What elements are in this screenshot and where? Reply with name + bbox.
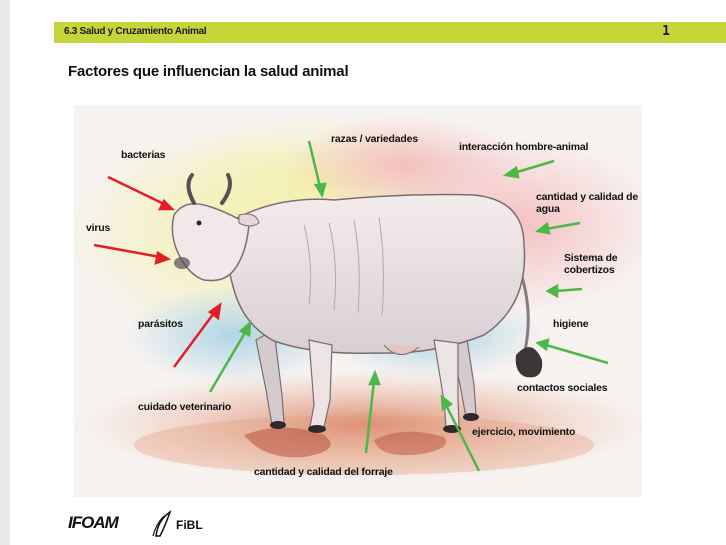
ifoam-logo: IFOAM bbox=[68, 513, 118, 533]
document-page: 6.3 Salud y Cruzamiento Animal 1 Factore… bbox=[10, 0, 726, 545]
cow-illustration: bacterias virus parásitos cuidado veteri… bbox=[74, 105, 642, 497]
fibl-logo-text: FiBL bbox=[176, 518, 203, 532]
label-bacterias: bacterias bbox=[121, 149, 165, 161]
watercolor-drawing bbox=[74, 105, 642, 497]
label-cobertizos: Sistema de cobertizos bbox=[564, 252, 626, 276]
label-higiene: higiene bbox=[553, 318, 588, 330]
label-virus: virus bbox=[86, 222, 110, 234]
page-title: Factores que influencian la salud animal bbox=[68, 63, 348, 80]
label-cuidado-veterinario: cuidado veterinario bbox=[138, 401, 231, 413]
label-contactos: contactos sociales bbox=[517, 382, 607, 394]
fibl-leaf-icon bbox=[152, 510, 174, 538]
section-title: 6.3 Salud y Cruzamiento Animal bbox=[64, 26, 206, 37]
label-agua: cantidad y calidad de agua bbox=[536, 191, 642, 215]
label-parasitos: parásitos bbox=[138, 318, 183, 330]
label-ejercicio: ejercicio, movimiento bbox=[472, 426, 575, 438]
fibl-logo: FiBL bbox=[152, 510, 222, 538]
header-bar: 6.3 Salud y Cruzamiento Animal 1 bbox=[54, 22, 726, 43]
label-razas: razas / variedades bbox=[331, 133, 418, 145]
page-number: 1 bbox=[662, 24, 670, 39]
label-forraje: cantidad y calidad del forraje bbox=[254, 466, 393, 478]
label-interaccion: interacción hombre-animal bbox=[459, 141, 588, 153]
